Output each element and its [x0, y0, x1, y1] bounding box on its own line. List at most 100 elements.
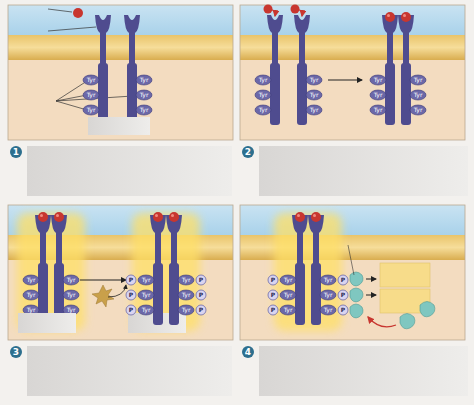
tyrosine-site	[138, 290, 154, 300]
phosphate-label: P	[271, 307, 275, 313]
tyrosine-label: Tyr	[284, 307, 293, 313]
tyrosine-site	[136, 90, 152, 100]
tyrosine-label: Tyr	[259, 92, 268, 98]
tyrosine-site	[280, 305, 296, 315]
leader-line	[56, 101, 87, 110]
leader-line	[48, 27, 96, 31]
step-markers	[10, 146, 254, 358]
kinase-domain	[153, 263, 163, 325]
extracellular-space	[8, 5, 233, 35]
tyrosine-site	[306, 75, 322, 85]
tyrosine-site	[410, 75, 426, 85]
process-arrow	[328, 80, 362, 81]
tyrosine-label: Tyr	[284, 292, 293, 298]
tyrosine-site	[410, 90, 426, 100]
panel	[240, 5, 465, 141]
tyrosine-label: Tyr	[87, 92, 96, 98]
tyrosine-label: Tyr	[374, 107, 383, 113]
tyrosine-label: Tyr	[140, 92, 149, 98]
tyrosine-label: Tyr	[414, 107, 423, 113]
phosphate-group	[126, 290, 136, 300]
atp-burst	[92, 285, 114, 307]
signal-molecule	[54, 212, 64, 222]
tyrosine-label: Tyr	[310, 92, 319, 98]
phosphate-label: P	[199, 292, 203, 298]
process-arrow	[366, 295, 376, 296]
tyrosine-label: Tyr	[324, 277, 333, 283]
ligand-binding-site	[294, 15, 310, 33]
phosphate-group	[338, 305, 348, 315]
tyrosine-label: Tyr	[374, 77, 383, 83]
tyrosine-site	[83, 105, 99, 115]
process-arrow	[108, 285, 126, 297]
transmembrane-helix	[313, 232, 319, 266]
transmembrane-helix	[100, 32, 106, 66]
transmembrane-helix	[297, 232, 303, 266]
step-number: 4	[245, 348, 251, 357]
phosphate-group	[338, 290, 348, 300]
transmembrane-helix	[155, 232, 161, 266]
kinase-domain	[169, 263, 179, 325]
plasma-membrane	[8, 35, 233, 60]
tyrosine-label: Tyr	[310, 107, 319, 113]
tyrosine-site	[63, 290, 79, 300]
signal-molecule	[385, 12, 395, 22]
panel-frame	[240, 205, 465, 340]
tyrosine-label: Tyr	[27, 292, 36, 298]
phosphate-group	[338, 275, 348, 285]
tyrosine-label: Tyr	[142, 277, 151, 283]
tyrosine-site	[63, 275, 79, 285]
tyrosine-site	[410, 105, 426, 115]
signal-molecule	[291, 5, 300, 14]
phosphate-label: P	[129, 307, 133, 313]
blank-caption	[27, 146, 232, 196]
relay-protein	[350, 272, 363, 286]
ligand-highlight	[403, 14, 406, 17]
blank-label	[88, 117, 150, 135]
caption-boxes	[27, 146, 468, 396]
tyrosine-site	[320, 290, 336, 300]
inactive-relay-protein	[400, 314, 415, 329]
tyrosine-label: Tyr	[182, 307, 191, 313]
leader-line	[348, 245, 354, 275]
tyrosine-site	[23, 275, 39, 285]
transmembrane-helix	[272, 32, 278, 66]
ligand-highlight	[297, 214, 300, 217]
tyrosine-label: Tyr	[142, 292, 151, 298]
leader-line	[48, 9, 72, 12]
ligand-highlight	[387, 14, 390, 17]
tyrosine-label: Tyr	[324, 292, 333, 298]
tyrosine-site	[178, 305, 194, 315]
signal-molecule	[295, 212, 305, 222]
panel	[8, 5, 233, 140]
tyrosine-label: Tyr	[67, 292, 76, 298]
step-circle	[242, 146, 254, 158]
blank-caption	[259, 146, 468, 196]
leader-line	[56, 81, 87, 101]
step-circle	[242, 346, 254, 358]
panel-frame	[8, 205, 233, 340]
cytoplasm	[8, 5, 233, 140]
tyrosine-label: Tyr	[140, 107, 149, 113]
extracellular-space	[240, 5, 465, 35]
tyrosine-label: Tyr	[140, 77, 149, 83]
ligand-binding-site	[267, 15, 283, 33]
cytoplasm	[240, 205, 465, 340]
phosphate-label: P	[341, 277, 345, 283]
phosphate-group	[126, 305, 136, 315]
transmembrane-helix	[299, 32, 305, 66]
phosphate-label: P	[129, 292, 133, 298]
panel-frame	[8, 5, 233, 140]
phosphate-label: P	[271, 277, 275, 283]
phosphate-group	[268, 305, 278, 315]
phosphate-label: P	[199, 307, 203, 313]
step-number: 2	[245, 148, 251, 157]
transmembrane-helix	[40, 232, 46, 266]
phosphate-label: P	[341, 307, 345, 313]
tyrosine-label: Tyr	[182, 292, 191, 298]
cellular-response-box	[380, 263, 430, 287]
tyrosine-label: Tyr	[324, 307, 333, 313]
panel	[8, 205, 233, 340]
